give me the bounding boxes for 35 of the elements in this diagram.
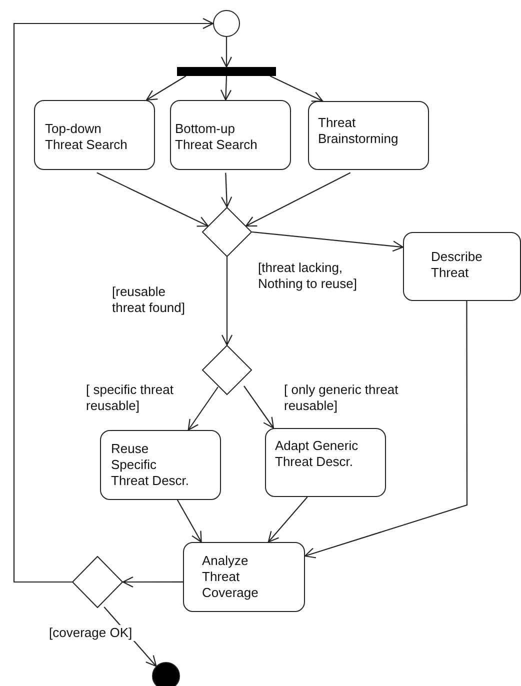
decision-diamond [202,207,252,257]
arrow [221,257,233,346]
arrow [252,231,404,252]
arrow [146,76,186,101]
arrow [220,76,232,101]
arrow [270,76,324,102]
arrow [304,301,468,558]
activity-label: Adapt Generic Threat Descr. [275,438,359,470]
decision-diamond [72,556,123,608]
arrow [245,172,351,227]
arrow [220,37,232,68]
arrow [96,172,209,227]
activity-label: Bottom-up Threat Search [175,121,258,153]
activity-label: Reuse Specific Threat Descr. [111,441,190,489]
activity-label: Top-down Threat Search [45,121,128,153]
arrow [268,496,308,543]
activity-box [308,101,429,170]
arrow [221,172,232,208]
activity-box [403,232,521,301]
activity-box [183,542,305,612]
activity-label: Analyze Threat Coverage [202,553,260,601]
arrow [188,386,218,431]
arrow [176,500,202,543]
arrow [244,386,274,429]
activity-box [34,100,155,170]
decision-diamond [202,345,252,395]
fork-bar [177,67,276,76]
arrow [122,576,183,588]
node-circle [213,10,240,37]
activity-box [100,430,221,500]
activity-box [170,100,291,170]
activity-label: Threat Brainstorming [318,115,400,147]
activity-label: Describe Threat [431,249,484,281]
activity-box [265,428,386,497]
arrow [13,18,214,583]
